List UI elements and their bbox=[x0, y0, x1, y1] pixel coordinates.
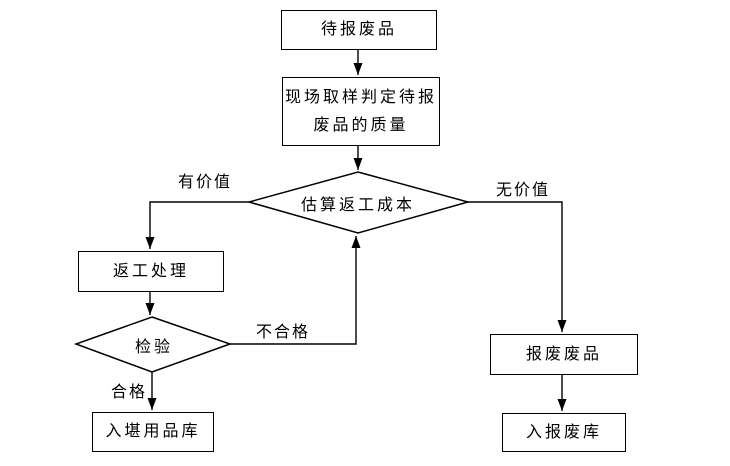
node-sampling-quality-line2: 废品的质量 bbox=[313, 117, 409, 134]
edge-label-qualified: 合格 bbox=[111, 384, 148, 401]
node-sampling-quality-line1: 现场取样判定待报 bbox=[284, 88, 437, 106]
node-pending-scrap: 待报废品 bbox=[281, 10, 437, 50]
node-pending-scrap-label: 待报废品 bbox=[320, 21, 397, 39]
edge-estimate-to-rework bbox=[145, 201, 249, 249]
edge-inspect-to-estimate bbox=[230, 236, 361, 345]
node-rework-process-label: 返工处理 bbox=[112, 262, 189, 280]
node-scrap-item-label: 报废废品 bbox=[525, 345, 602, 363]
node-usable-store: 入堪用品库 bbox=[92, 412, 214, 452]
node-sampling-quality: 现场取样判定待报 废品的质量 bbox=[282, 77, 440, 146]
node-scrap-item: 报废废品 bbox=[490, 334, 638, 375]
edge-label-unqualified: 不合格 bbox=[256, 324, 311, 341]
node-scrap-store-label: 入报废库 bbox=[525, 423, 602, 441]
edge-estimate-to-scrap bbox=[468, 201, 567, 332]
edge-label-no-value: 无价值 bbox=[496, 182, 551, 199]
node-inspect-label: 检验 bbox=[134, 339, 174, 356]
node-rework-process: 返工处理 bbox=[78, 251, 224, 292]
node-usable-store-label: 入堪用品库 bbox=[105, 423, 201, 441]
node-estimate-cost-label: 估算返工成本 bbox=[300, 197, 416, 214]
node-scrap-store: 入报废库 bbox=[502, 413, 626, 452]
diamond-inspect bbox=[73, 316, 233, 373]
edge-label-has-value: 有价值 bbox=[178, 174, 233, 191]
diamond-estimate-cost bbox=[246, 171, 471, 234]
